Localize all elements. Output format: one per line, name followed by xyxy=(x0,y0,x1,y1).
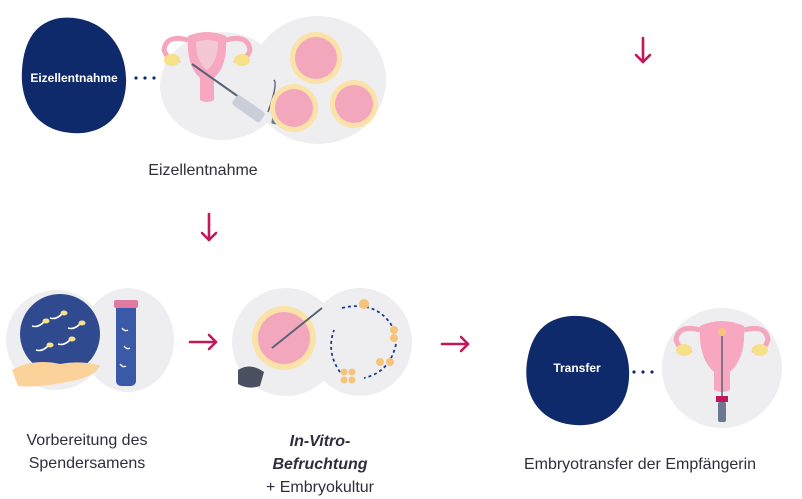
ivf-caption: In-Vitro- Befruchtung + Embryokultur xyxy=(236,430,404,499)
test-tube-icon xyxy=(114,300,138,386)
transfer-caption: Embryotransfer der Empfängerin xyxy=(523,456,757,473)
uterus-icon xyxy=(161,32,253,102)
ivf-caption-line3: + Embryokultur xyxy=(265,479,375,496)
egg-retrieval-badge-label: Eizellentnahme xyxy=(30,71,118,85)
egg-retrieval-illustration xyxy=(160,16,386,144)
ivf-caption-line1: In-Vitro- xyxy=(289,433,351,450)
petri-dish-icon xyxy=(238,366,264,388)
sperm-prep-illustration xyxy=(6,288,174,392)
dotted-connector xyxy=(134,76,156,80)
arrow-down-icon xyxy=(200,212,218,242)
sperm-prep-caption-line1: Vorbereitung des xyxy=(26,432,148,449)
ivf-illustration xyxy=(232,288,412,396)
arrow-right-icon xyxy=(440,335,470,353)
sperm-icon xyxy=(20,294,100,374)
dotted-connector xyxy=(632,370,654,374)
egg-retrieval-caption: Eizellentnahme xyxy=(148,162,258,179)
sperm-prep-caption-line2: Spendersamens xyxy=(28,455,146,472)
ivf-caption-line2: Befruchtung xyxy=(272,456,368,473)
syringe-icon xyxy=(716,336,728,422)
arrow-right-icon xyxy=(188,333,218,351)
embryo-cycle-icon xyxy=(330,299,398,384)
transfer-illustration xyxy=(662,308,782,428)
egg-cell-icon xyxy=(270,32,378,132)
sperm-prep-caption: Vorbereitung des Spendersamens xyxy=(0,429,174,475)
hand-icon xyxy=(12,362,100,387)
transfer-badge-label: Transfer xyxy=(553,361,601,375)
transfer-badge-blob xyxy=(526,315,630,426)
arrow-down-icon xyxy=(634,36,652,64)
egg-retrieval-badge-blob xyxy=(21,17,127,134)
